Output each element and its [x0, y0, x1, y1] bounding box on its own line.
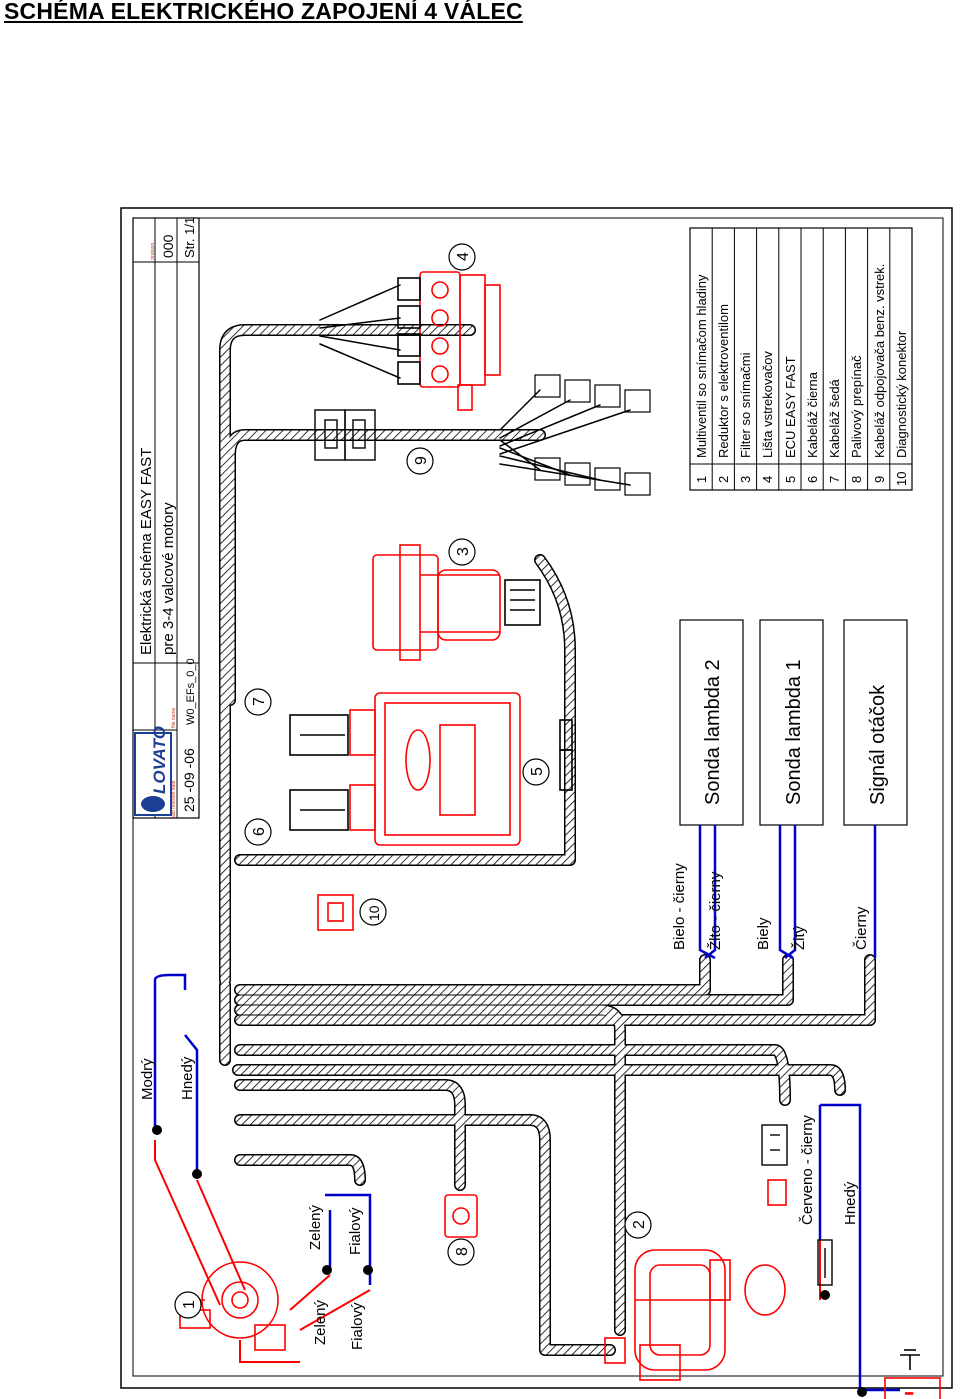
brand-logo-text: LOVATO: [150, 726, 169, 794]
wire-label-zlto-cierny: Žlto - čierny: [707, 871, 724, 950]
component-number-6: 6: [251, 827, 268, 836]
component-number-1: 1: [181, 1300, 198, 1309]
wire-label-zeleny-2: Zelený: [312, 1299, 329, 1345]
legend-num-7: 7: [827, 476, 842, 483]
wire-label-modry: Modrý: [139, 1058, 156, 1100]
legend-num-4: 4: [760, 476, 775, 483]
filter-component: [372, 544, 541, 661]
fuel-switch: [444, 1194, 478, 1238]
junction-dots: [152, 1125, 867, 1397]
title-block: LOVATO last revision date file name revi…: [132, 217, 200, 819]
component-number-10: 10: [366, 905, 382, 921]
diagnostic-connector: [317, 894, 354, 931]
legend-text-1: Multiventil so snímačom hladiny: [694, 274, 709, 458]
file-name: W0_EFs_0_0: [185, 658, 197, 725]
legend-text-7: Kabeláž šedá: [827, 378, 842, 458]
legend-num-10: 10: [894, 472, 909, 486]
legend-num-3: 3: [738, 476, 753, 483]
legend-num-8: 8: [849, 476, 864, 483]
wire-label-cerveno-cierny: Červeno - čierny: [799, 1114, 816, 1225]
last-revision-date-label: last revision date: [171, 780, 177, 818]
legend-num-9: 9: [872, 476, 887, 483]
injector-rail: [397, 271, 501, 411]
signal-box-lambda-2: [679, 619, 744, 826]
wire-label-zlty: Žltý: [791, 925, 808, 950]
outer-frame: [120, 207, 953, 1389]
legend-text-2: Reduktor s elektroventilom: [716, 304, 731, 458]
file-name-label: file name: [171, 707, 177, 728]
legend-text-8: Palivový prepínač: [849, 355, 864, 458]
title-line-1: Elektrická schéma EASY FAST: [138, 448, 155, 655]
legend-text-5: ECU EASY FAST: [783, 356, 798, 458]
page-number: Str. 1/1: [182, 217, 197, 258]
brand-logo: LOVATO: [134, 726, 172, 816]
legend-table: 1 Multiventil so snímačom hladiny 2 Redu…: [689, 227, 913, 491]
legend-num-1: 1: [694, 476, 709, 483]
legend-text-10: Diagnostický konektor: [894, 330, 909, 458]
title-line-2: pre 3-4 valcové motory: [160, 502, 177, 655]
revision-label: revision: [150, 243, 156, 260]
component-number-5: 5: [529, 767, 546, 776]
wire-label-bielo-cierny: Bielo - čierny: [671, 863, 688, 950]
connector-group: [314, 374, 651, 496]
legend-num-5: 5: [783, 476, 798, 483]
wire-label-fialovy-2: Fialový: [349, 1302, 366, 1350]
fuse: [817, 1239, 833, 1286]
legend-num-2: 2: [716, 476, 731, 483]
signal-boxes: Sonda lambda 2 Sonda lambda 1 Signál otá…: [679, 619, 908, 826]
page-heading: SCHÉMA ELEKTRICKÉHO ZAPOJENÍ 4 VÁLEC: [4, 0, 523, 24]
legend-text-6: Kabeláž čierna: [805, 371, 820, 458]
ecu-component: [289, 692, 573, 846]
battery-minus: −: [905, 1385, 913, 1399]
component-number-3: 3: [455, 547, 472, 556]
battery: − +: [884, 1349, 941, 1399]
component-numbers: 1 2 3 4 5 6 7 8 9 10: [174, 243, 652, 1319]
red-wires: [154, 1140, 821, 1363]
legend-text-3: Filter so snímačmi: [738, 352, 753, 458]
signal-box-lambda-1-label: Sonda lambda 1: [783, 659, 805, 805]
wire-label-hnedy-bottom: Hnedý: [842, 1181, 859, 1225]
wire-label-biely: Biely: [755, 917, 772, 950]
harness: [219, 284, 876, 1356]
signal-wires: [153, 825, 900, 1392]
legend-text-9: Kabeláž odpojovača benz. vstrek.: [872, 264, 887, 458]
connector-2pin: [761, 1124, 788, 1166]
revision-number: 000: [160, 234, 176, 258]
component-number-7: 7: [251, 697, 268, 706]
component-number-8: 8: [454, 1247, 471, 1256]
legend-text-4: Lišta vstrekovačov: [760, 351, 775, 458]
wire-label-cierny: Čierny: [853, 906, 870, 950]
component-number-2: 2: [631, 1220, 648, 1229]
wire-label-hnedy-top: Hnedý: [179, 1056, 196, 1100]
reducer: [604, 1179, 787, 1381]
wire-labels: Bielo - čierny Žlto - čierny Biely Žltý …: [139, 863, 870, 1350]
signal-box-lambda-2-label: Sonda lambda 2: [702, 659, 724, 805]
wire-label-fialovy-1: Fialový: [347, 1207, 364, 1255]
legend-num-6: 6: [805, 476, 820, 483]
signal-box-lambda-1: [759, 619, 824, 826]
wire-label-zeleny-1: Zelený: [307, 1204, 324, 1250]
component-number-9: 9: [413, 456, 430, 465]
component-number-4: 4: [455, 252, 472, 261]
revision-date: 25 -09 -06: [181, 748, 197, 812]
signal-box-rpm-label: Signál otáčok: [867, 684, 889, 805]
